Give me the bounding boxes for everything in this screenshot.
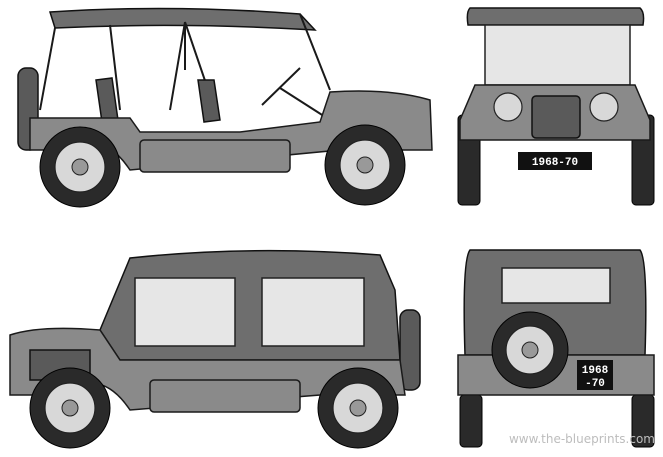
- side-view-open-top: [17, 7, 433, 208]
- watermark: www.the-blueprints.com: [509, 432, 655, 446]
- rear-view: 1968 -70 www.the-blueprints.com: [457, 249, 655, 448]
- rear-plate-line2: -70: [585, 378, 605, 390]
- rear-wheel: [317, 367, 399, 449]
- front-wheel: [324, 124, 406, 206]
- rear-window: [501, 267, 611, 304]
- rear-plate-line1: 1968: [582, 365, 609, 377]
- front-plate-text: 1968-70: [532, 157, 578, 169]
- rear-wheel: [39, 126, 121, 208]
- front-view: 1968-70: [457, 7, 655, 206]
- side-window-rear: [261, 277, 365, 347]
- side-window-front: [134, 277, 236, 347]
- headlight-left: [493, 92, 523, 122]
- grille: [531, 95, 581, 139]
- headlight-right: [589, 92, 619, 122]
- front-wheel: [29, 367, 111, 449]
- rear-plate: [577, 360, 613, 390]
- spare-wheel: [399, 309, 421, 391]
- rear-spare-wheel: [491, 311, 569, 389]
- side-view-closed-top: [9, 249, 421, 449]
- front-plate: [518, 152, 592, 170]
